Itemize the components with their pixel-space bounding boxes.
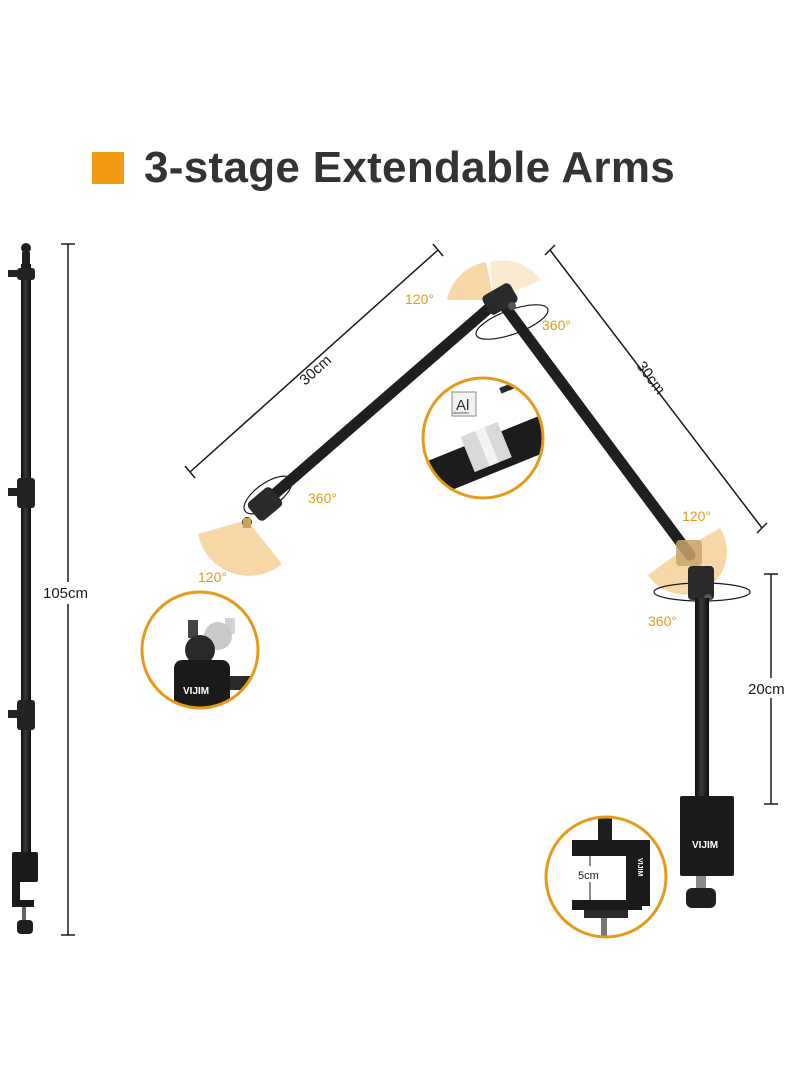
page-heading: 3-stage Extendable Arms (92, 138, 675, 198)
right-tilt-label: 120° (682, 508, 711, 524)
top-tilt-label: 120° (405, 291, 434, 307)
svg-text:VIJIM: VIJIM (183, 686, 209, 697)
left-arm-length: 30cm (296, 352, 335, 389)
aluminum-badge (451, 391, 477, 417)
upper-left-arm (256, 296, 502, 511)
upper-right-arm (494, 294, 696, 561)
stand-clamp (12, 852, 38, 882)
clamp-logo: VIJIM (692, 840, 718, 851)
accent-square (92, 152, 124, 184)
ballhead-callout: VIJIM (140, 590, 260, 710)
right-arm-dimension: 30cm (544, 244, 768, 534)
svg-text:Al: Al (456, 397, 469, 414)
svg-text:Aluminum: Aluminum (453, 411, 469, 415)
stand-top-knob (17, 268, 35, 280)
clamp-callout: 5cm VIJIM (544, 815, 668, 939)
aluminum-callout: Al Aluminum (421, 376, 545, 500)
left-joint (247, 487, 283, 521)
clamp-opening-label: 5cm (578, 870, 599, 882)
top-joint (482, 283, 518, 315)
clamp-knob (686, 888, 716, 908)
height-label: 105cm (43, 585, 88, 602)
base-pole (695, 598, 709, 798)
top-rotate-label: 360° (542, 317, 571, 333)
svg-text:VIJIM: VIJIM (636, 858, 643, 876)
base-length: 20cm (748, 681, 785, 698)
height-dimension: 105cm (40, 243, 130, 936)
stand-joint-1 (17, 478, 35, 508)
stand-top-screw (21, 243, 31, 253)
left-rotate-label: 360° (308, 490, 337, 506)
stand-pole (21, 264, 31, 854)
heading-text: 3-stage Extendable Arms (144, 143, 676, 192)
left-tilt-sector (198, 520, 282, 576)
right-arm-length: 30cm (633, 358, 669, 398)
top-tilt-sector (447, 262, 494, 300)
bent-arm: VIJIM (198, 260, 751, 908)
stand-joint-2 (17, 700, 35, 730)
right-rotate-label: 360° (648, 613, 677, 629)
extended-stand (8, 243, 38, 934)
left-arm-dimension: 30cm (184, 243, 444, 479)
right-joint (676, 540, 702, 566)
desk-clamp (680, 796, 734, 876)
left-tilt-label: 120° (198, 569, 227, 585)
base-dimension: 20cm (744, 573, 800, 805)
